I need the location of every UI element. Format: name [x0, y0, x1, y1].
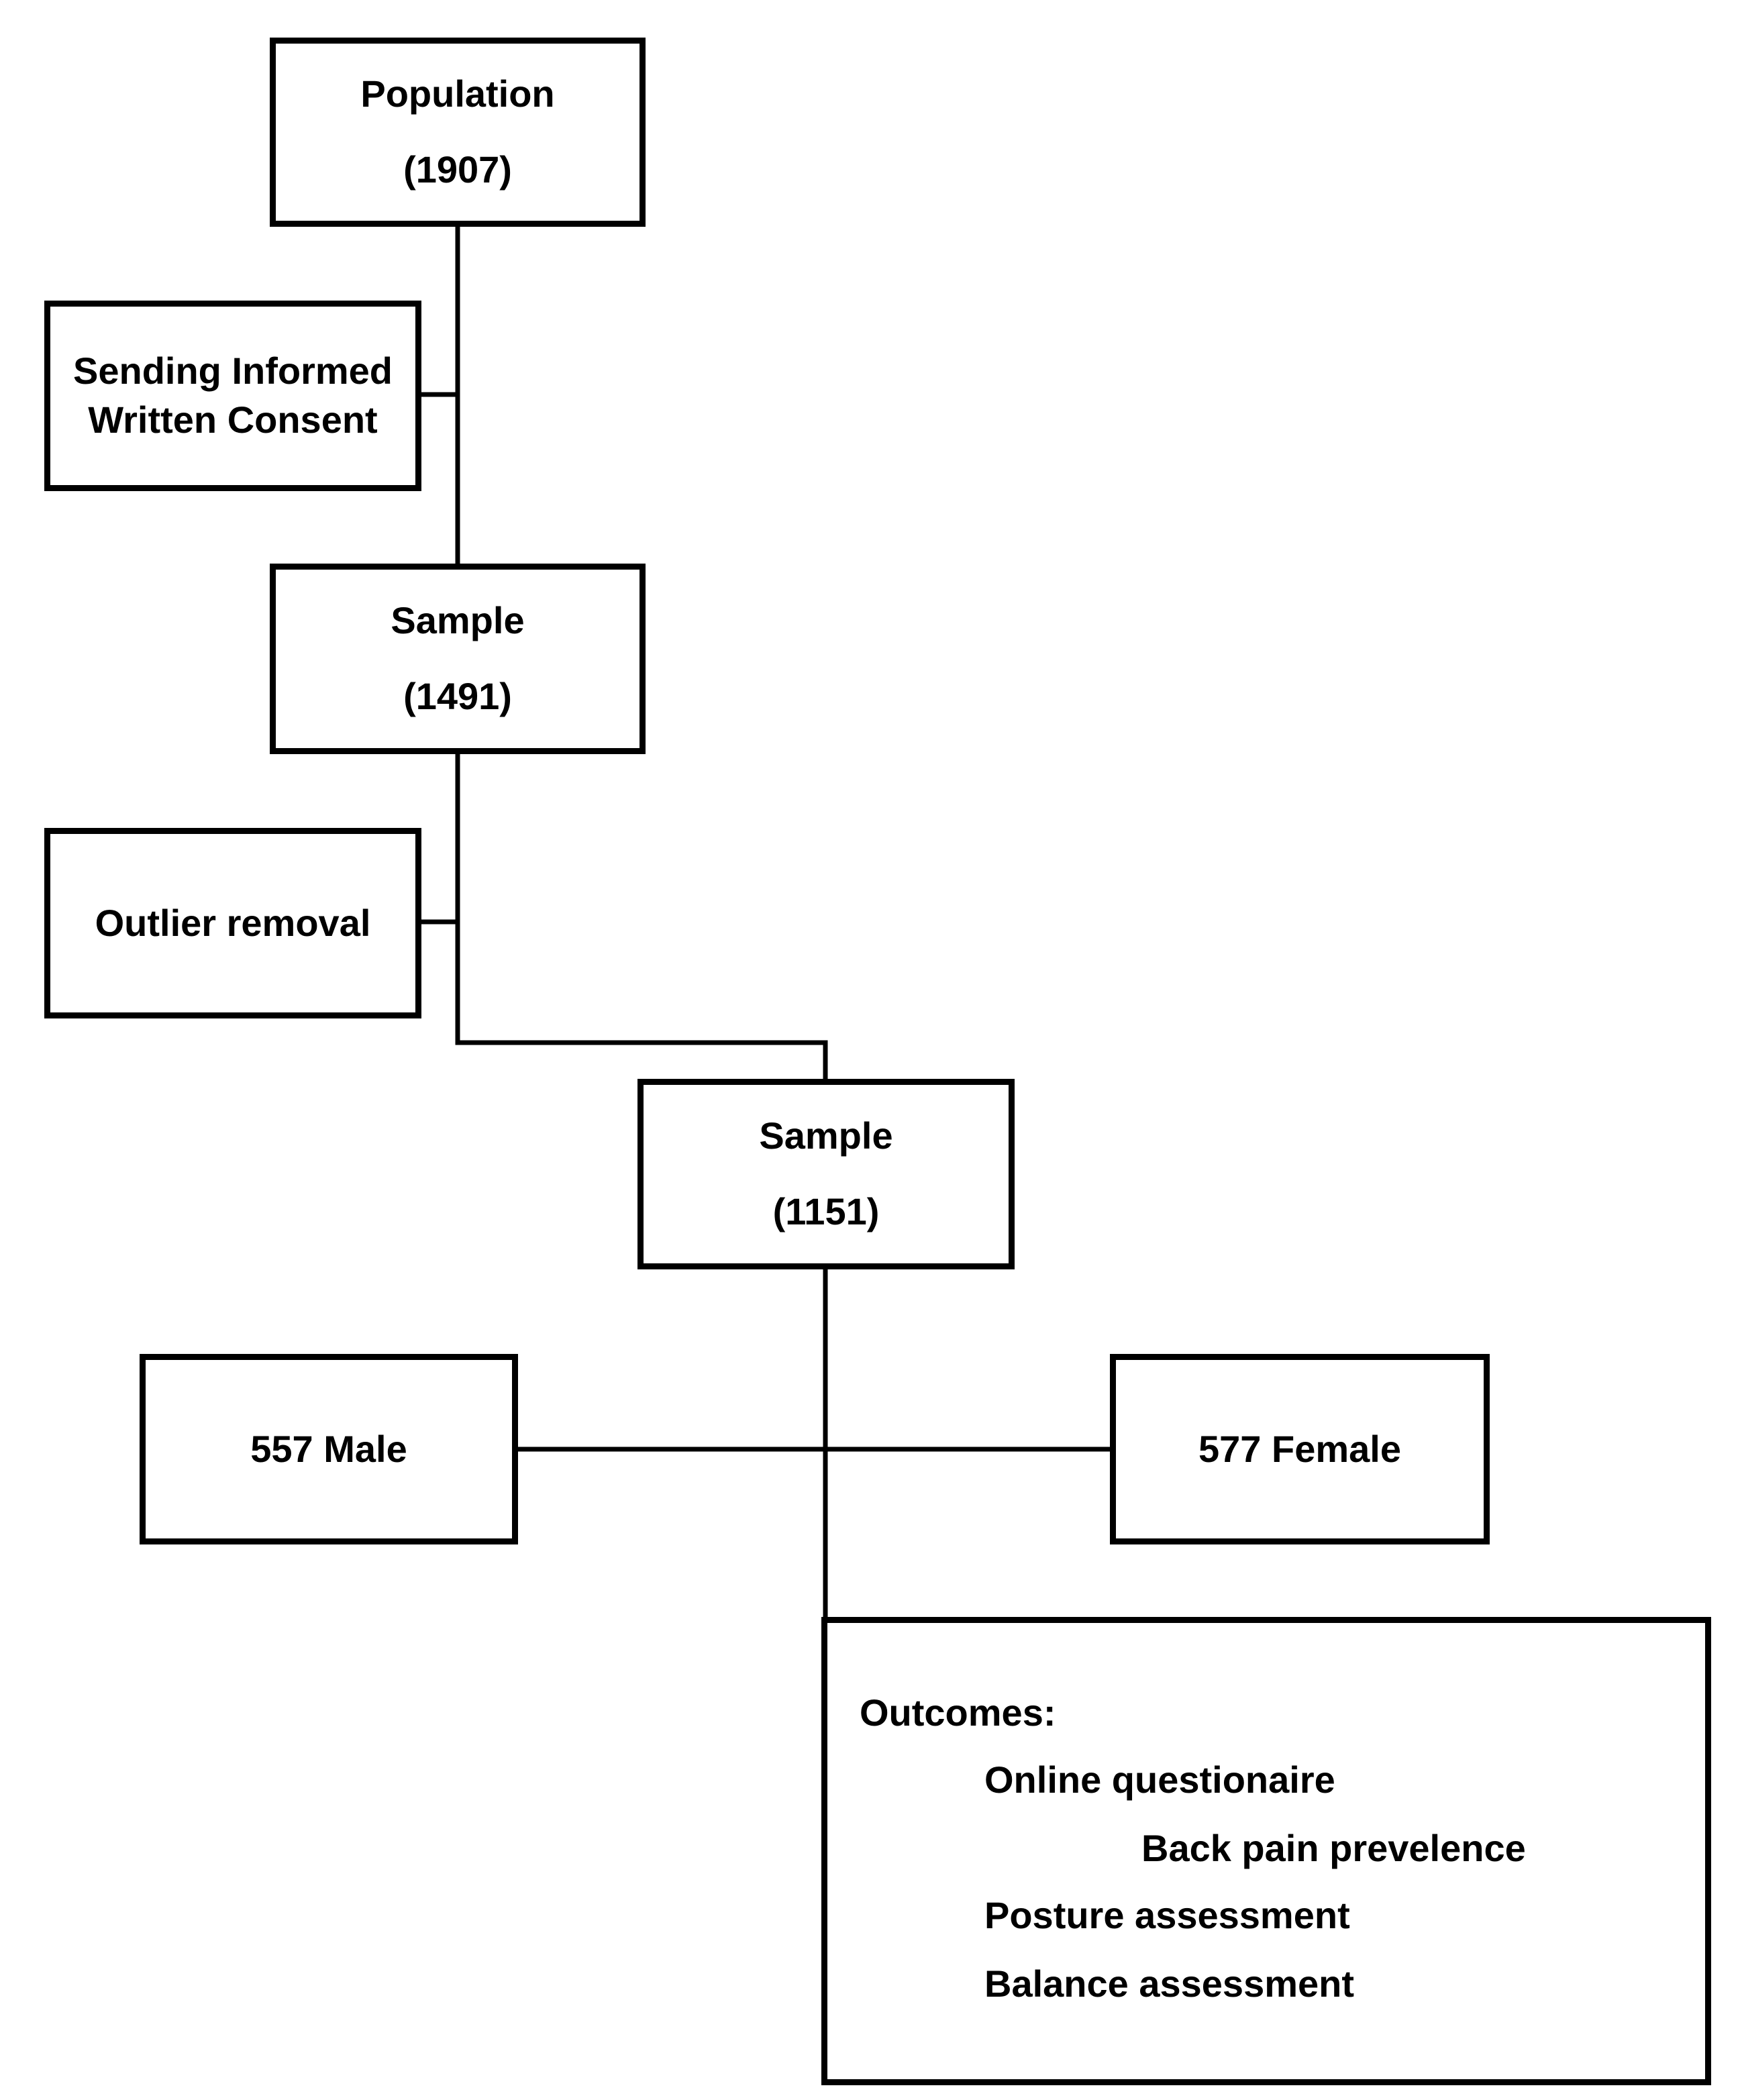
outcomes-title: Outcomes: — [860, 1691, 1056, 1734]
outcome-subitem: Back pain prevelence — [1141, 1827, 1526, 1869]
outlier-removal-box: Outlier removal — [44, 828, 421, 1018]
sample-1491-label: Sample — [391, 599, 525, 642]
sample-1151-count: (1151) — [772, 1190, 880, 1232]
sample-1491-count: (1491) — [403, 675, 512, 717]
consent-line-2: Written Consent — [88, 399, 378, 441]
sample-1491-box: Sample (1491) — [270, 564, 646, 754]
population-box: Population (1907) — [270, 38, 646, 227]
outcome-item: Posture assessment — [984, 1894, 1350, 1936]
consent-box: Sending Informed Written Consent — [44, 301, 421, 491]
sample-1151-label: Sample — [759, 1114, 893, 1157]
outcomes-box: Outcomes: Online questionaire Back pain … — [821, 1617, 1711, 2085]
male-label: 557 Male — [250, 1427, 407, 1470]
female-box: 577 Female — [1110, 1354, 1490, 1544]
sample-1151-box: Sample (1151) — [637, 1079, 1015, 1269]
outlier-removal-label: Outlier removal — [95, 901, 371, 944]
outcome-item: Balance assessment — [984, 1962, 1355, 2005]
population-count: (1907) — [403, 148, 512, 191]
female-label: 577 Female — [1198, 1427, 1401, 1470]
outcome-item: Online questionaire — [984, 1758, 1335, 1801]
population-label: Population — [360, 72, 555, 115]
consent-line-1: Sending Informed — [73, 350, 393, 392]
male-box: 557 Male — [140, 1354, 518, 1544]
